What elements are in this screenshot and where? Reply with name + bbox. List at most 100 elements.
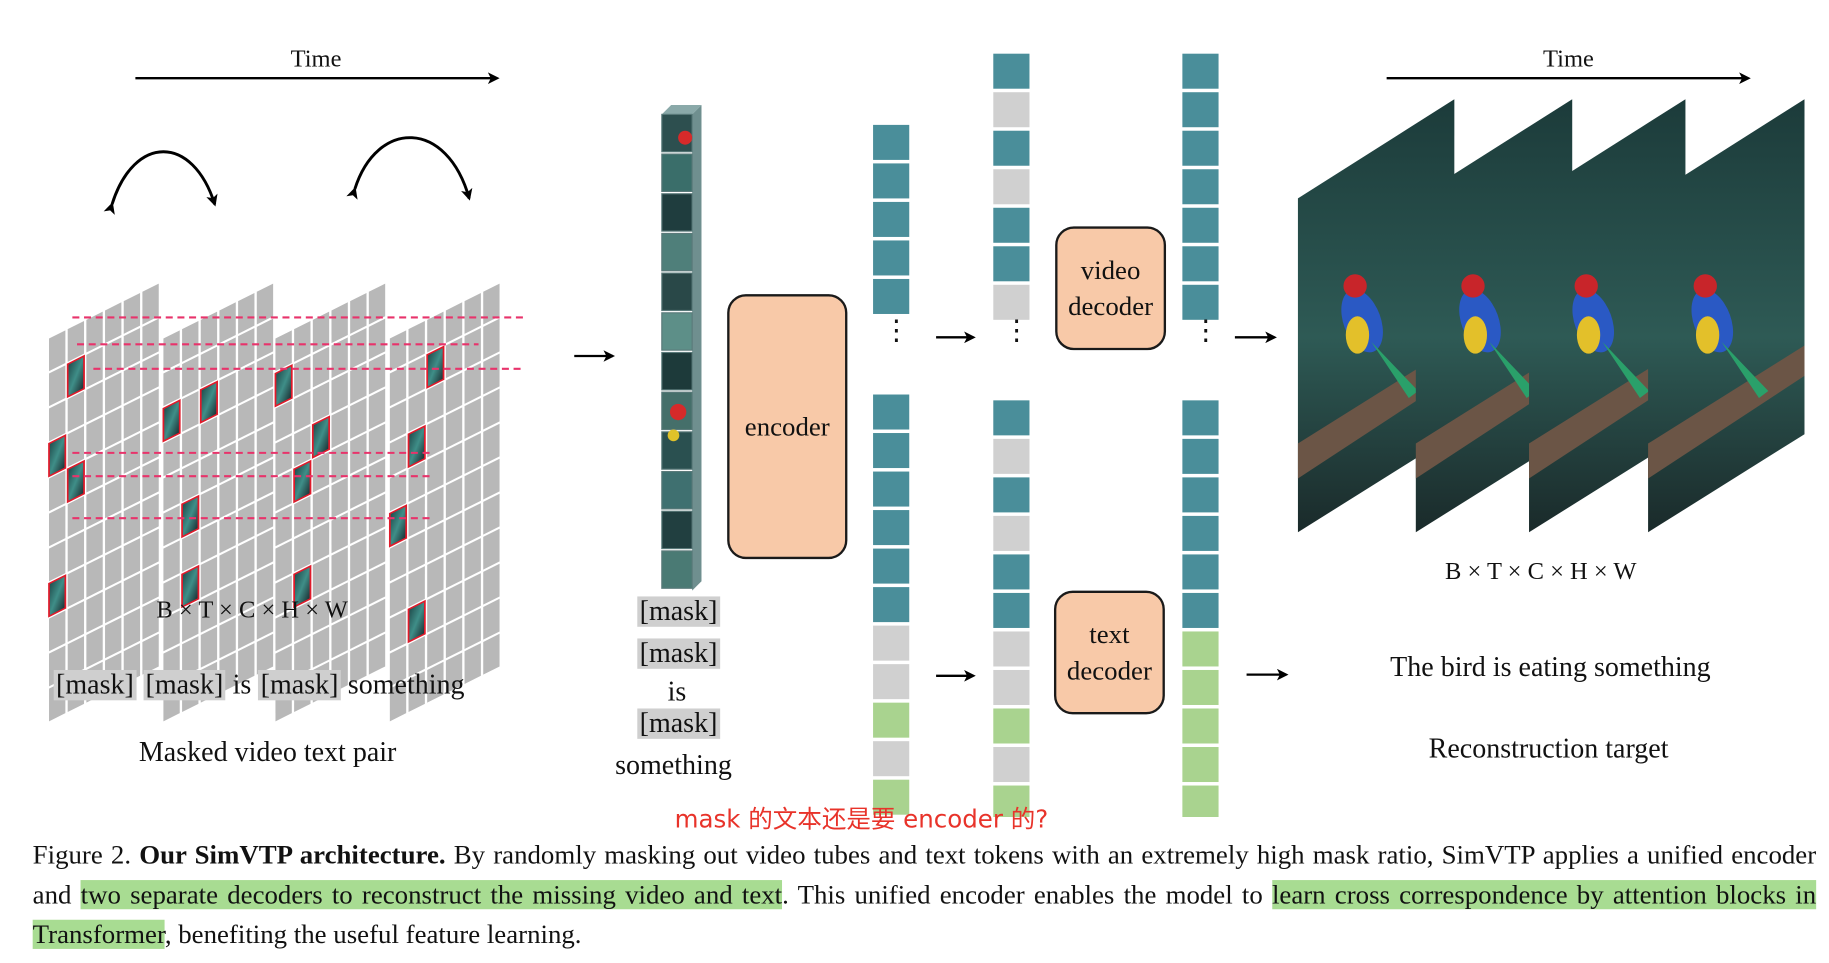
visible-patch [48,434,67,478]
video-token [993,246,1030,282]
video-token [1182,515,1219,551]
frame-swap-arrow-left [103,150,218,215]
visible-patch [66,459,85,504]
patch-stack-side [692,105,702,591]
video-token [993,477,1030,513]
bird-belly [1695,316,1720,354]
text-token [873,779,910,815]
video-token [873,201,910,237]
bird-tail [1371,341,1419,399]
stack-token: something [615,752,732,780]
video-token [1182,92,1219,128]
handwritten-annotation: mask 的文本还是要 encoder 的? [674,805,1049,834]
text-token [1182,669,1219,705]
bird-tail [1489,341,1537,399]
visible-patch [388,504,408,548]
bird-tail [1721,341,1769,399]
masked-token-text: [mask] [637,708,720,739]
stacked-patch [661,351,693,391]
stacked-patch [661,312,693,351]
tube-mask-lines [72,316,526,520]
video-token [873,124,910,160]
bird-head [1343,274,1367,298]
visible-patch [311,415,331,459]
masked-caption-text: [mask] [mask] is [mask] something [53,669,465,701]
video-token [1182,477,1219,513]
visible-patch [407,424,426,469]
masked-token [873,664,910,700]
stack-token: [mask] [637,708,720,739]
video-token [1182,400,1219,436]
video-token [873,163,910,199]
reconstructed-frame-1 [1297,99,1455,533]
patch-bird-yellow [667,429,680,442]
stacked-patch [661,550,693,589]
masked-token [993,169,1030,205]
visible-patch [293,564,312,609]
text-decoder-box: text decoder [1053,590,1165,715]
bird-head [1461,274,1485,298]
text-token [1182,785,1219,818]
token-text: something [347,669,465,701]
reconstructed-sentence: The bird is eating something [1390,652,1711,683]
text-decoder-line1: text [1089,619,1130,649]
text-token [873,702,910,738]
encoder-output-tokens [873,124,910,815]
output-time-label: Time [1543,44,1594,73]
encoder-label: encoder [744,411,830,442]
visible-patch [407,599,426,644]
masked-token [993,438,1030,474]
figure-caption: Figure 2. Our SimVTP architecture. By ra… [32,836,1817,955]
video-token [873,587,910,623]
video-token [1182,207,1219,243]
video-token [1182,246,1219,282]
reconstructed-frames [1297,99,1805,533]
caption-part-2: . This unified encoder enables the model… [782,880,1272,910]
frame-grid-2 [162,283,274,722]
caption-part-3: , benefiting the useful feature learning… [164,919,582,949]
video-decoder-box: video decoder [1055,226,1167,351]
stack-token: [mask] [637,638,720,669]
ellipsis-col3: ⋮ [1191,316,1220,347]
text-token [1182,708,1219,744]
visible-patch [181,494,200,539]
masked-token [873,625,910,661]
video-token [873,548,910,584]
video-token [993,130,1030,166]
ellipsis-col2: ⋮ [1002,316,1031,347]
reconstructed-frame-4 [1648,99,1805,533]
masked-token [993,284,1030,320]
visible-patch [48,574,67,618]
output-label: Reconstruction target [1428,734,1669,765]
bird-belly [1576,316,1601,354]
caption-part-1: By randomly masking out video tubes and … [32,840,1817,910]
text-decoder-line2: decoder [1066,655,1152,686]
token-text: is [232,669,252,701]
text-token [1182,747,1219,783]
branch [1297,345,1455,479]
video-token [873,471,910,507]
video-token [1182,53,1219,89]
video-token [993,592,1030,628]
output-shape-label: B × T × C × H × W [1444,556,1637,585]
bird-head [1574,274,1598,298]
decoder-input-tokens [993,53,1030,818]
stack-token: is [668,678,687,706]
branch [1529,345,1686,479]
patch-bird-red [678,130,693,145]
video-token [1182,169,1219,205]
architecture-diagram [48,53,1805,818]
video-token [873,510,910,546]
masked-token [993,669,1030,705]
video-token [1182,438,1219,474]
caption-highlight-1: two separate decoders to reconstruct the… [80,880,783,910]
video-token [873,394,910,430]
visible-patch [293,459,312,504]
masked-token [993,515,1030,551]
encoder-box: encoder [727,294,848,560]
figure-title: Our SimVTP architecture. [139,840,446,870]
masked-token-text: [mask] [143,669,226,701]
text-token [993,708,1030,744]
video-token [1182,284,1219,320]
masked-token-text: [mask] [53,669,137,701]
